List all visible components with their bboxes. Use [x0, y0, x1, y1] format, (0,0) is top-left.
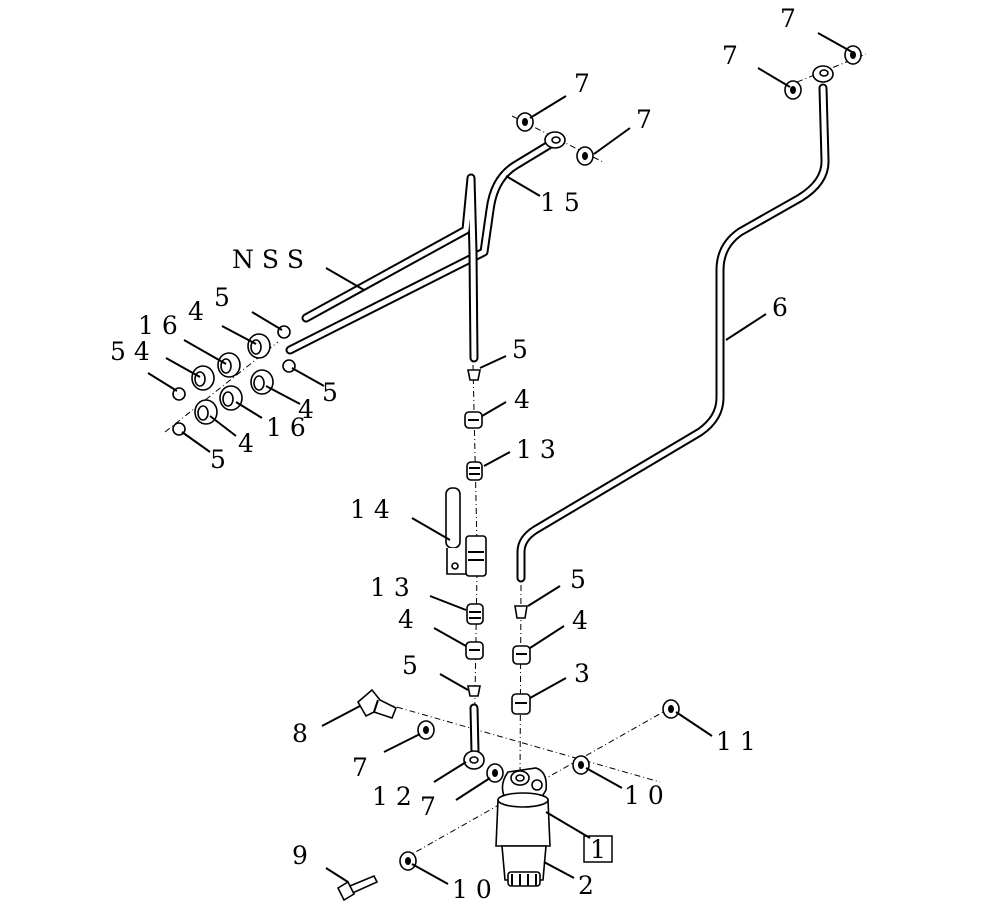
washer-10-lower	[399, 851, 417, 871]
callout-6: 6	[772, 293, 788, 322]
nut-4-upper	[464, 411, 483, 429]
washer-7-a	[516, 112, 534, 132]
nut-4-right	[512, 645, 531, 665]
callout-4-d: 4	[514, 385, 530, 414]
callout-11: 1 1	[716, 727, 756, 756]
callout-15: 1 5	[540, 188, 580, 217]
callout-5-c: 5	[210, 445, 226, 474]
washer-7-c	[784, 80, 802, 100]
callout-8: 8	[292, 719, 308, 748]
shutoff-valve-14	[445, 487, 487, 577]
filter-head	[501, 767, 548, 801]
callout-4-b: 4	[298, 395, 314, 424]
pipe-12	[469, 703, 480, 757]
pipe-6	[516, 83, 830, 583]
callout-5-f: 5	[570, 565, 586, 594]
callout-7-e: 7	[352, 753, 368, 782]
washer-7-e	[417, 720, 435, 740]
leader-lines	[147, 32, 853, 885]
callout-7-a: 7	[780, 4, 796, 33]
banjo-fitting-12	[463, 750, 485, 770]
callout-labels: 7 7 7 7 1 5 N S S 6 5 4 1 6 5 4 5 4 1 6 …	[110, 4, 796, 904]
callout-3: 3	[574, 659, 590, 688]
left-fitting-cluster	[172, 325, 296, 436]
washer-10-upper	[572, 755, 590, 775]
banjo-bolt-8	[356, 688, 398, 719]
callout-4-e: 4	[398, 605, 414, 634]
banjo-fitting-top-left	[544, 131, 566, 149]
callout-7-f: 7	[420, 792, 436, 821]
callout-10-a: 1 0	[624, 781, 664, 810]
nut-3	[511, 693, 531, 715]
callout-nss: N S S	[232, 245, 304, 274]
olive-5-right	[514, 605, 528, 619]
callout-4-a: 4	[188, 297, 204, 326]
callout-5-e: 5	[402, 651, 418, 680]
nut-4-lower-left	[465, 641, 484, 660]
washer-7-f	[486, 763, 504, 783]
olive-5-lower-left	[467, 685, 481, 697]
pipe-nss	[301, 173, 479, 363]
washer-7-b	[576, 146, 594, 166]
olive-5-upper	[467, 369, 481, 381]
callout-5-b: 5	[322, 378, 338, 407]
callout-2: 2	[578, 871, 594, 900]
banjo-fitting-top-right	[812, 65, 834, 83]
adapter-13-lower	[466, 603, 484, 625]
callout-5-d: 5	[512, 335, 528, 364]
washer-11	[662, 699, 680, 719]
callout-9: 9	[292, 841, 308, 870]
filter-bowl-1	[495, 792, 551, 847]
callout-7-b: 7	[722, 41, 738, 70]
callout-7-d: 7	[636, 105, 652, 134]
callout-5-a: 5	[214, 283, 230, 312]
callout-1-box	[583, 835, 613, 863]
callout-13-b: 1 3	[370, 573, 410, 602]
callout-14: 1 4	[350, 495, 390, 524]
callout-4-c: 4	[238, 429, 254, 458]
pipe-15	[285, 140, 554, 355]
callout-10-b: 1 0	[452, 875, 492, 904]
filter-drain-2	[501, 845, 547, 887]
callout-1: 1	[590, 835, 606, 864]
callout-7-c: 7	[574, 69, 590, 98]
callout-54: 5 4	[110, 337, 150, 366]
adapter-13-upper	[466, 461, 483, 481]
callout-4-f: 4	[572, 606, 588, 635]
bolt-9	[336, 874, 379, 902]
callout-16-b: 1 6	[266, 413, 306, 442]
callout-13-a: 1 3	[516, 435, 556, 464]
callout-12: 1 2	[372, 782, 412, 811]
callout-16-a: 1 6	[138, 311, 178, 340]
